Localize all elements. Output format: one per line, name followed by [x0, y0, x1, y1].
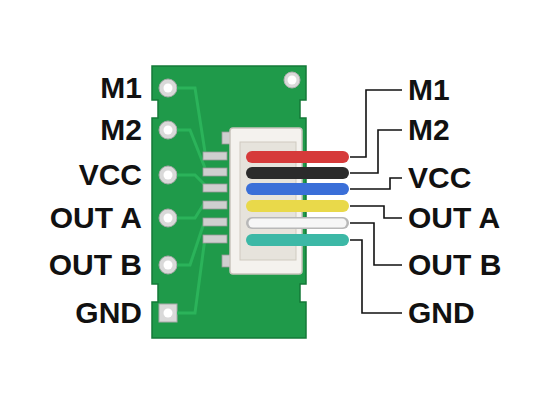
pin-label: OUT A	[50, 201, 142, 234]
pin-label: M2	[100, 113, 142, 146]
pcb-traces	[177, 88, 205, 313]
pin-label: GND	[75, 296, 142, 329]
smd-pads	[203, 132, 232, 267]
pin-label-holder: OUT A	[408, 203, 500, 233]
pin-label-holder: OUT B	[49, 250, 142, 280]
pin-label: VCC	[79, 158, 142, 191]
pin-label: OUT A	[408, 201, 500, 234]
mounting-pad	[284, 72, 300, 88]
pin-label-holder: M2	[408, 115, 450, 145]
pin-label-holder: VCC	[408, 163, 471, 193]
pin-label-holder: OUT A	[50, 203, 142, 233]
pin-label-holder: GND	[75, 298, 142, 328]
pin-label: M2	[408, 113, 450, 146]
wires	[252, 157, 343, 240]
pin-label: OUT B	[49, 248, 142, 281]
mounting-hole	[288, 76, 297, 85]
pin-label-holder: VCC	[79, 160, 142, 190]
white-wire-core	[253, 219, 342, 228]
pin-label-holder: OUT B	[408, 250, 501, 280]
pin-pads	[159, 79, 177, 322]
leader-lines	[350, 90, 402, 313]
pin-label: OUT B	[408, 248, 501, 281]
pin-label-holder: M1	[100, 73, 142, 103]
pin-label: M1	[100, 71, 142, 104]
pin-label-holder: M1	[408, 75, 450, 105]
pin-label-holder: M2	[100, 115, 142, 145]
pin-label: VCC	[408, 161, 471, 194]
pin-label: M1	[408, 73, 450, 106]
pin-label-holder: GND	[408, 298, 475, 328]
pin-label: GND	[408, 296, 475, 329]
